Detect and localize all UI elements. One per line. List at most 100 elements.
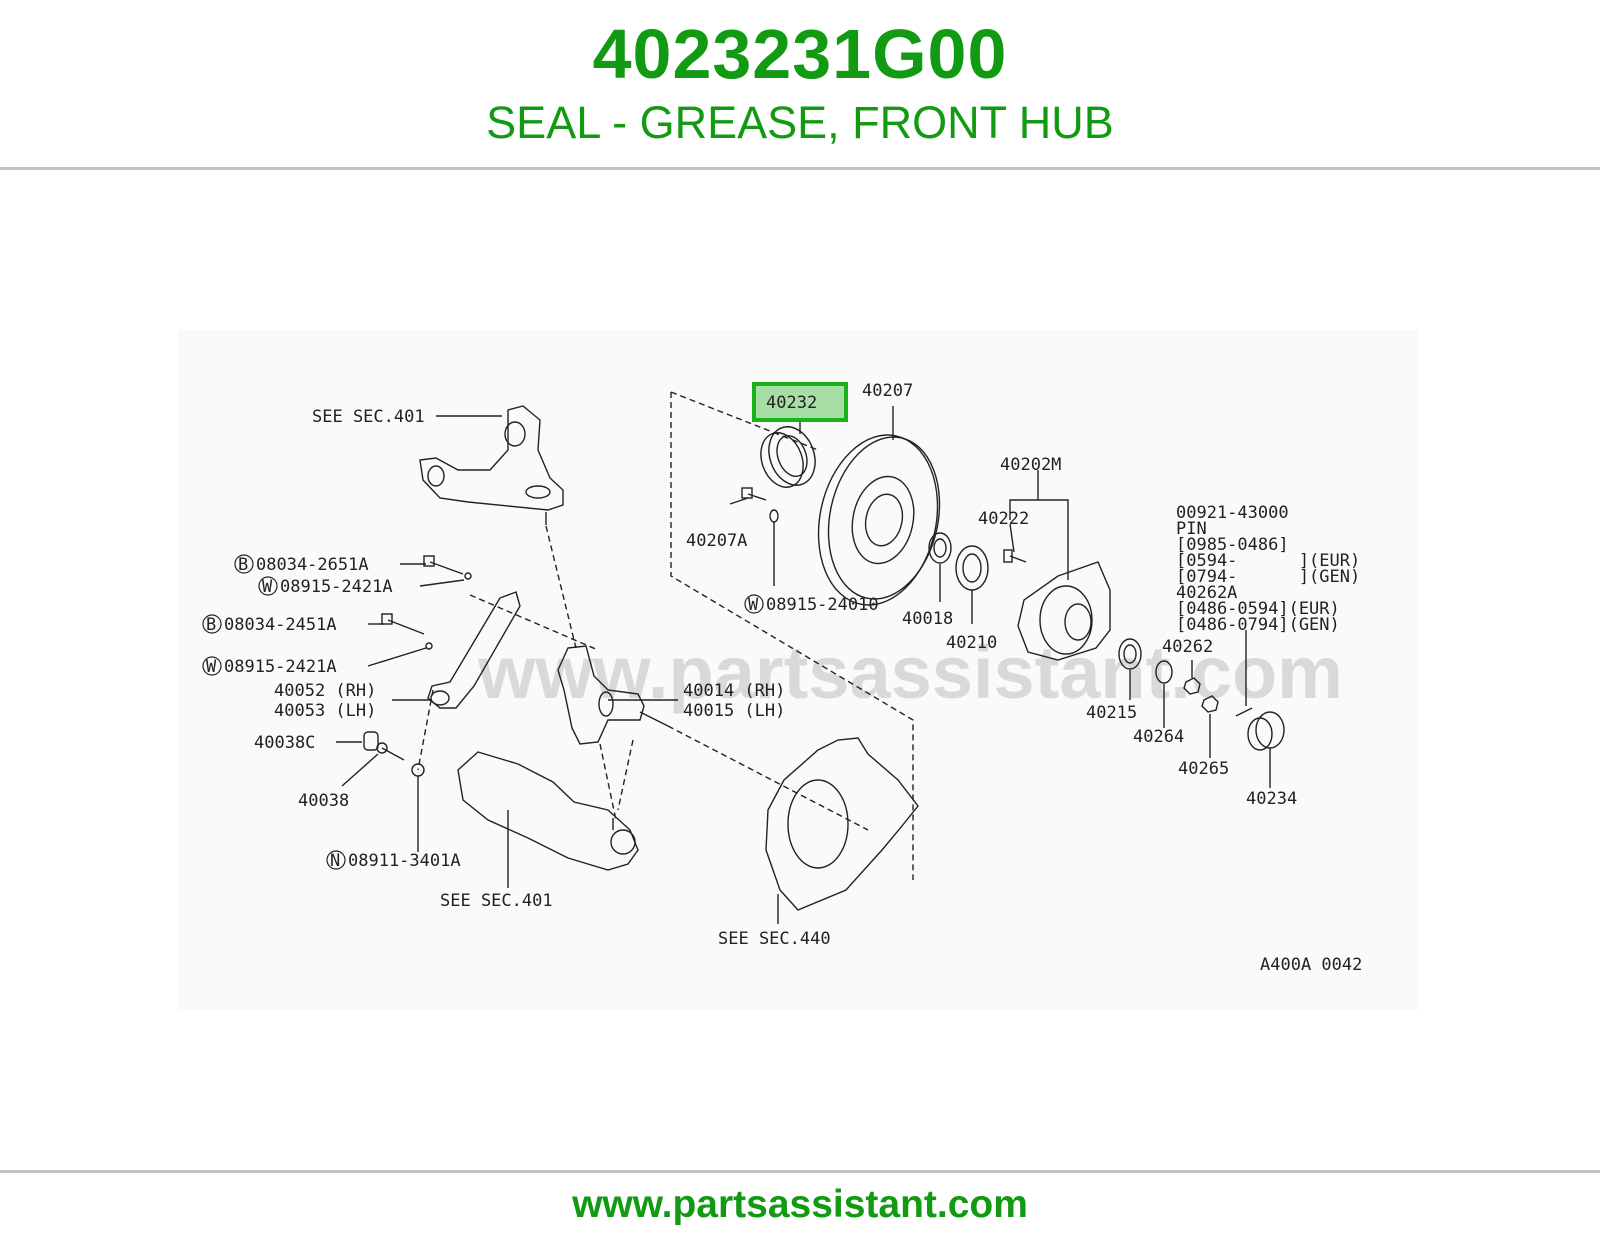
axis-line-4: [617, 739, 634, 811]
grease-seal-outer: [768, 426, 816, 486]
label-40052[interactable]: 40052 (RH): [274, 681, 376, 701]
tension-rod: [427, 591, 521, 709]
label-40264[interactable]: 40264: [1133, 727, 1184, 747]
seal-40210-inner: [962, 553, 982, 583]
label-40038[interactable]: 40038: [298, 791, 349, 811]
bearing-40215: [1118, 638, 1142, 670]
dust-shield-center: [787, 779, 849, 869]
upper-control-arm: [419, 405, 564, 511]
axis-line-spindle: [667, 725, 869, 831]
bolt-b1-head: [423, 555, 435, 567]
label-08915-2421a-2[interactable]: 08915-2421A: [224, 657, 337, 677]
brake-rotor-outer: [817, 434, 939, 606]
front-hub: [1017, 561, 1111, 661]
bolt-b2-head: [381, 613, 393, 625]
label-40215[interactable]: 40215: [1086, 703, 1137, 723]
lower-control-arm: [457, 751, 639, 871]
lower-ball-joint: [610, 829, 636, 855]
axis-line-1: [545, 525, 577, 649]
prefix-circle-w3: [744, 594, 764, 614]
nut-40262: [1183, 677, 1201, 695]
prefix-n: N: [330, 851, 340, 871]
label-08034-2451a[interactable]: 08034-2451A: [224, 615, 337, 635]
label-40038c[interactable]: 40038C: [254, 733, 315, 753]
bearing-40018-inner: [933, 538, 947, 558]
label-40234[interactable]: 40234: [1246, 789, 1297, 809]
label-40053[interactable]: 40053 (LH): [274, 701, 376, 721]
axis-line-2: [469, 594, 599, 651]
footer-website-link[interactable]: www.partsassistant.com: [572, 1183, 1028, 1226]
label-08034-2651a[interactable]: 08034-2651A: [256, 555, 369, 575]
bolt-40207a: [747, 493, 767, 501]
bolt-b2: [387, 619, 425, 635]
pin-line-2: PIN: [1176, 519, 1207, 539]
brake-rotor-face: [827, 436, 941, 600]
upper-arm-bushing-rear: [427, 465, 445, 487]
leader-washer-w2: [367, 647, 427, 667]
washer-w1: [464, 572, 472, 580]
hub-bore: [1064, 603, 1092, 641]
tension-rod-eye: [430, 690, 450, 706]
pin-line-3: [0985-0486]: [1176, 535, 1289, 555]
prefix-circle-b1: [234, 554, 254, 574]
prefix-w2: W: [206, 657, 217, 677]
label-40210[interactable]: 40210: [946, 633, 997, 653]
brake-rotor-center: [864, 493, 904, 547]
prefix-circle-w2: [202, 656, 222, 676]
label-40018[interactable]: 40018: [902, 609, 953, 629]
label-see-sec-401-bottom[interactable]: SEE SEC.401: [440, 891, 553, 911]
prefix-circle-b2: [202, 614, 222, 634]
leader-40202m: [1009, 499, 1069, 580]
label-40014[interactable]: 40014 (RH): [683, 681, 785, 701]
exploded-view-svg: www.partsassistant.com: [178, 330, 1418, 1010]
leader-40222: [1009, 523, 1015, 553]
grease-seal-back: [760, 432, 804, 488]
label-see-sec-401-top[interactable]: SEE SEC.401: [312, 407, 425, 427]
hub-bolt-head: [1003, 549, 1013, 563]
dust-shield: [765, 737, 919, 911]
leader-washer-w1: [419, 579, 465, 587]
spindle: [639, 711, 669, 727]
page-header: 4023231G00 SEAL - GREASE, FRONT HUB: [0, 0, 1600, 170]
label-40207a[interactable]: 40207A: [686, 531, 747, 551]
label-08915-24010[interactable]: 08915-24010: [766, 595, 879, 615]
label-40207[interactable]: 40207: [862, 381, 913, 401]
leader-40038: [341, 753, 379, 787]
prefix-b1: B: [238, 555, 248, 575]
hub-cap-40234-back: [1247, 717, 1273, 751]
prefix-circle-n: [326, 850, 346, 870]
highlight-box-40232[interactable]: [752, 382, 848, 422]
label-40015[interactable]: 40015 (LH): [683, 701, 785, 721]
nut-40265: [1201, 695, 1219, 713]
axis-line-knuckle: [599, 743, 617, 821]
prefix-w1: W: [262, 577, 273, 597]
hub-flange: [1039, 585, 1093, 655]
leader-40207a: [729, 497, 749, 505]
pin-line-1[interactable]: 00921-43000: [1176, 503, 1289, 523]
prefix-circle-w1: [258, 576, 278, 596]
knuckle-spindle-bore: [598, 691, 614, 717]
bolt-40038: [381, 747, 405, 761]
drawing-code: A400A 0042: [1260, 955, 1362, 975]
axis-line-3: [417, 689, 434, 771]
washer-w2: [425, 642, 433, 650]
pin-line-6[interactable]: 40262A: [1176, 583, 1237, 603]
bushing-40038c: [363, 731, 379, 751]
label-see-sec-440[interactable]: SEE SEC.440: [718, 929, 831, 949]
label-40202m[interactable]: 40202M: [1000, 455, 1061, 475]
pin-line-8: [0486-0794](GEN): [1176, 615, 1340, 635]
brake-rotor-hat: [851, 475, 915, 565]
upper-ball-joint: [525, 485, 551, 499]
prefix-b2: B: [206, 615, 216, 635]
label-08911-3401a[interactable]: 08911-3401A: [348, 851, 461, 871]
prefix-w3: W: [748, 595, 759, 615]
callout-40232[interactable]: 40232: [766, 393, 817, 413]
pin-line-7: [0486-0594](EUR): [1176, 599, 1340, 619]
header-divider: [0, 167, 1600, 170]
label-40222[interactable]: 40222: [978, 509, 1029, 529]
footer-divider: [0, 1170, 1600, 1173]
label-40265[interactable]: 40265: [1178, 759, 1229, 779]
label-40262[interactable]: 40262: [1162, 637, 1213, 657]
label-08915-2421a-1[interactable]: 08915-2421A: [280, 577, 393, 597]
upper-arm-bushing: [504, 421, 526, 447]
